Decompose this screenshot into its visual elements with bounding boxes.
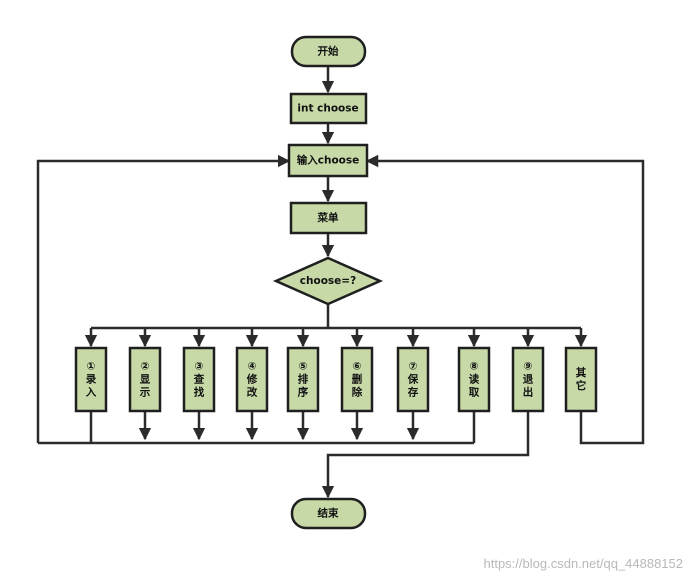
end-label: 结束	[318, 507, 339, 520]
edge-right-loop	[365, 154, 645, 445]
input-node	[287, 143, 369, 178]
option-char: 读	[469, 373, 480, 386]
option-number-6: ⑥	[353, 361, 362, 373]
edge-exit	[321, 411, 530, 499]
edges-to-options	[84, 328, 588, 348]
option-box-2	[128, 346, 162, 413]
option-number-7: ⑦	[409, 361, 418, 373]
option-box-9	[511, 346, 545, 413]
option-box-6	[340, 346, 374, 413]
option-char: 除	[352, 386, 363, 399]
option-char: 保	[407, 373, 419, 386]
option-number-1: ①	[87, 361, 96, 373]
option-char: 其	[576, 366, 587, 379]
end-node	[290, 497, 367, 530]
option-char: 入	[86, 387, 97, 399]
option-char: 退	[523, 374, 534, 386]
option-number-9: ⑨	[524, 361, 533, 373]
option-char: 示	[140, 387, 151, 399]
option-nodes	[74, 346, 598, 413]
option-char: 序	[298, 386, 309, 399]
declare-label: int choose	[297, 103, 358, 115]
option-char: 找	[194, 386, 205, 399]
option-number-4: ④	[248, 361, 257, 373]
option-number-2: ②	[141, 361, 150, 373]
option-char: 改	[247, 386, 258, 399]
decision-label: choose=?	[300, 275, 356, 287]
option-number-5: ⑤	[299, 361, 308, 373]
option-box-3	[182, 346, 216, 413]
option-char: 删	[352, 373, 363, 386]
option-box-4	[235, 346, 269, 413]
menu-node	[289, 201, 368, 235]
start-label: 开始	[318, 45, 339, 58]
decision-node	[272, 256, 384, 306]
option-labels: ①录入 ②显示 ③查找 ④修改 ⑤排序 ⑥删除 ⑦保存 ⑧读取 ⑨退出 其它	[86, 361, 587, 399]
option-box-7	[396, 346, 430, 413]
watermark-text: https://blog.csdn.net/qq_44888152	[483, 556, 684, 571]
option-box-8	[457, 346, 491, 413]
menu-label: 菜单	[317, 211, 339, 224]
option-char: 取	[469, 387, 480, 399]
option-char: 排	[298, 373, 309, 386]
input-label: 输入choose	[297, 154, 360, 167]
option-box-1	[74, 346, 108, 413]
edges-from-options	[89, 411, 476, 443]
option-char: 显	[140, 374, 151, 386]
option-char: 录	[86, 374, 97, 386]
declare-node	[289, 92, 368, 125]
option-box-5	[286, 346, 320, 413]
option-char: 它	[576, 379, 587, 392]
option-char: 出	[523, 386, 534, 399]
option-number-3: ③	[195, 361, 204, 373]
start-node	[290, 35, 367, 68]
option-char: 查	[193, 373, 205, 386]
option-char: 修	[246, 373, 258, 386]
option-box-other	[564, 346, 598, 413]
edge-left-loop	[36, 154, 291, 443]
option-char: 存	[408, 386, 419, 399]
option-number-8: ⑧	[470, 361, 479, 373]
